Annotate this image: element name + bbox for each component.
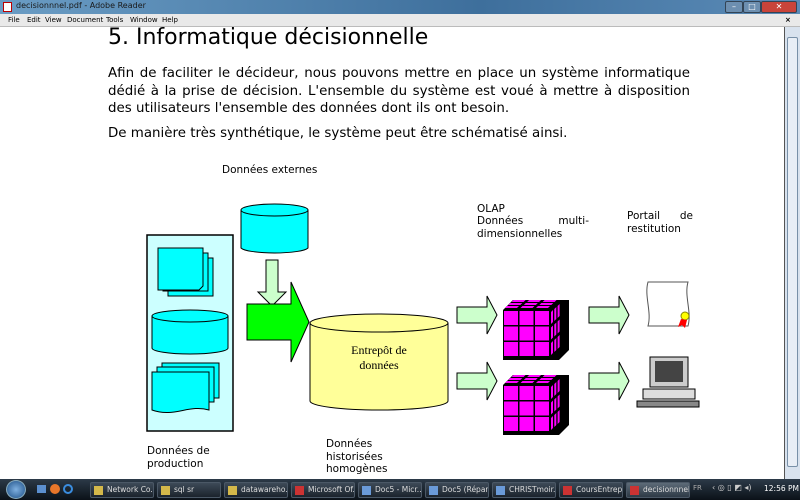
taskbar: Network Co... sql sr datawareho... Micro… <box>0 479 800 500</box>
warehouse-cylinder-icon <box>309 313 449 411</box>
tray-icons[interactable]: ‹ ◎ ▯ ◩ ◂) <box>712 483 752 492</box>
section-heading: 5. Informatique décisionnelle <box>108 27 429 50</box>
arrow-icon <box>588 295 630 335</box>
menu-view[interactable]: View <box>45 16 62 24</box>
bi-diagram <box>146 203 700 435</box>
arrow-icon <box>588 361 630 401</box>
external-database-icon <box>240 203 309 254</box>
taskbar-item[interactable]: datawareho... <box>224 482 288 498</box>
taskbar-item[interactable]: CoursEntrep... <box>559 482 623 498</box>
label-historized-data: Données historisées homogènes <box>326 438 388 475</box>
label-portal: Portail de restitution <box>627 210 693 235</box>
label-production-data: Données de production <box>147 445 210 470</box>
paragraph-intro: Afin de faciliter le décideur, nous pouv… <box>108 66 690 116</box>
production-data-panel <box>146 234 234 432</box>
document-view: 5. Informatique décisionnelle Afin de fa… <box>0 27 784 479</box>
certificate-scroll-icon <box>646 281 690 328</box>
label-olap: OLAP <box>477 203 505 215</box>
language-indicator[interactable]: FR <box>693 484 702 492</box>
close-document-button[interactable]: × <box>785 16 791 24</box>
taskbar-item[interactable]: Microsoft Of... <box>291 482 355 498</box>
taskbar-item-active[interactable]: decisionnnel... <box>626 482 690 498</box>
menu-help[interactable]: Help <box>162 16 178 24</box>
close-button[interactable]: ✕ <box>761 1 797 13</box>
start-button[interactable] <box>6 480 26 499</box>
show-desktop-icon[interactable] <box>37 485 46 493</box>
computer-icon <box>636 356 700 408</box>
title-bar: decisionnnel.pdf - Adobe Reader – □ ✕ <box>0 0 800 14</box>
menu-edit[interactable]: Edit <box>27 16 41 24</box>
arrow-icon <box>456 361 498 401</box>
clock[interactable]: 12:56 PM <box>764 484 799 493</box>
menu-bar: File Edit View Document Tools Window Hel… <box>0 14 800 27</box>
taskbar-item[interactable]: CHRISTmoir... <box>492 482 556 498</box>
minimize-button[interactable]: – <box>725 1 743 13</box>
olap-cube-icon <box>503 300 569 360</box>
firefox-icon[interactable] <box>50 484 60 494</box>
big-arrow-icon <box>246 281 310 363</box>
arrow-icon <box>456 295 498 335</box>
flow-arrows <box>456 295 630 401</box>
menu-document[interactable]: Document <box>67 16 104 24</box>
label-warehouse: Entrepôt de données <box>351 343 407 372</box>
vertical-scrollbar[interactable] <box>784 27 800 479</box>
maximize-button[interactable]: □ <box>743 1 761 13</box>
taskbar-item[interactable]: Doc5 - Micr... <box>358 482 422 498</box>
taskbar-item[interactable]: Network Co... <box>90 482 154 498</box>
scrollbar-thumb[interactable] <box>787 37 798 467</box>
taskbar-item[interactable]: sql sr <box>157 482 221 498</box>
paragraph-summary: De manière très synthétique, le système … <box>108 126 568 141</box>
menu-file[interactable]: File <box>8 16 20 24</box>
label-multidim-data: Données multi-dimensionnelles <box>477 215 589 240</box>
menu-tools[interactable]: Tools <box>106 16 124 24</box>
olap-cube-icon <box>503 375 569 435</box>
pdf-icon <box>3 2 12 12</box>
ie-icon[interactable] <box>63 484 73 494</box>
taskbar-item[interactable]: Doc5 (Répar... <box>425 482 489 498</box>
window-title: decisionnnel.pdf - Adobe Reader <box>16 1 146 10</box>
down-arrow-icon <box>256 259 288 307</box>
label-external-data: Données externes <box>222 164 318 176</box>
menu-window[interactable]: Window <box>130 16 158 24</box>
